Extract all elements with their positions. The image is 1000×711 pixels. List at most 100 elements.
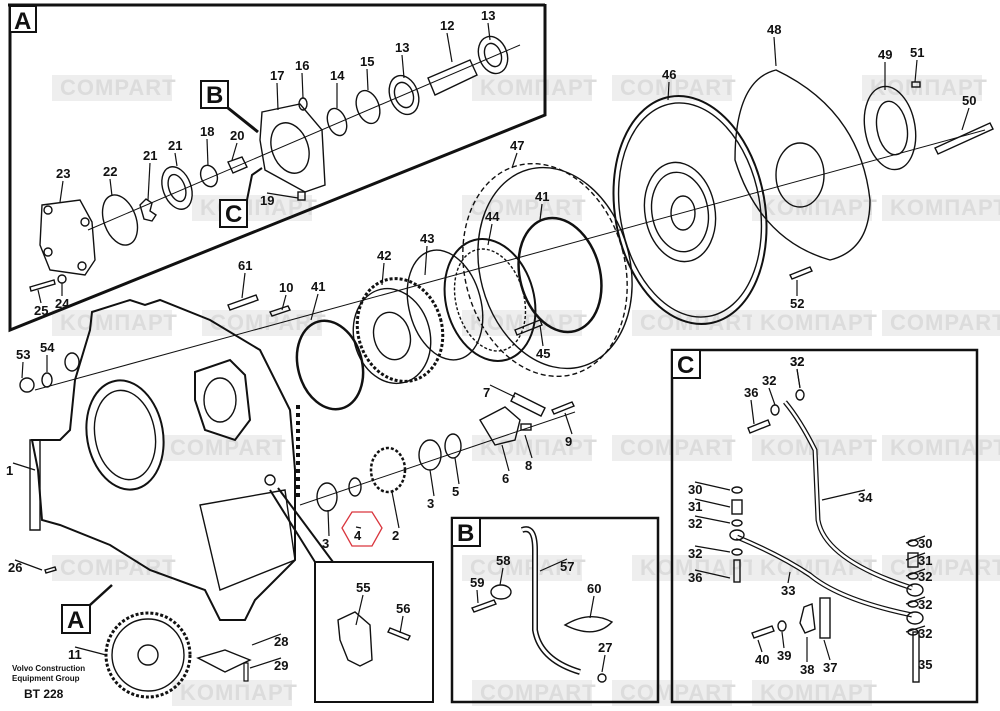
callout-label-32[interactable]: 32 xyxy=(790,354,804,369)
callout-label-3[interactable]: 3 xyxy=(322,536,329,551)
callout-label-40[interactable]: 40 xyxy=(755,652,769,667)
callout-label-31[interactable]: 31 xyxy=(688,499,702,514)
callout-label-60[interactable]: 60 xyxy=(587,581,601,596)
callout-label-13[interactable]: 13 xyxy=(481,8,495,23)
watermark-text: KOMПАРТ xyxy=(890,435,1000,460)
callout-label-12[interactable]: 12 xyxy=(440,18,454,33)
callout-label-7[interactable]: 7 xyxy=(483,385,490,400)
callout-label-55[interactable]: 55 xyxy=(356,580,370,595)
callout-label-49[interactable]: 49 xyxy=(878,47,892,62)
callout-label-21[interactable]: 21 xyxy=(168,138,182,153)
callout-label-22[interactable]: 22 xyxy=(103,164,117,179)
watermark-text: COMPART xyxy=(170,435,287,460)
callout-label-53[interactable]: 53 xyxy=(16,347,30,362)
callout-label-32[interactable]: 32 xyxy=(790,354,804,369)
callout-label-10[interactable]: 10 xyxy=(279,280,293,295)
flywheel-hub-ring xyxy=(643,161,717,263)
callout-label-32[interactable]: 32 xyxy=(918,597,932,612)
callout-label-20[interactable]: 20 xyxy=(230,128,244,143)
callout-label-25[interactable]: 25 xyxy=(34,303,48,318)
callout-label-6[interactable]: 6 xyxy=(502,471,509,486)
callout-label-34[interactable]: 34 xyxy=(858,490,873,505)
watermark: KOMПАРТ xyxy=(192,195,317,221)
callout-leader xyxy=(489,384,516,398)
callout-label-56[interactable]: 56 xyxy=(396,601,410,616)
callout-label-46[interactable]: 46 xyxy=(662,67,676,82)
callout-label-28[interactable]: 28 xyxy=(274,634,288,649)
housing-bore-inner xyxy=(93,389,157,481)
callout-leader xyxy=(327,509,330,537)
callout-leader xyxy=(781,631,785,649)
callout-label-58[interactable]: 58 xyxy=(496,553,510,568)
callout-label-37[interactable]: 37 xyxy=(823,660,837,675)
callout-label-51[interactable]: 51 xyxy=(910,45,924,60)
callout-label-27[interactable]: 27 xyxy=(598,640,612,655)
callout-label-4[interactable]: 4 xyxy=(354,528,362,543)
callout-label-33[interactable]: 33 xyxy=(781,583,795,598)
callout-label-32[interactable]: 32 xyxy=(762,373,776,388)
watermark: COMPART xyxy=(882,310,1000,336)
callout-label-41[interactable]: 41 xyxy=(535,189,549,204)
callout-label-35[interactable]: 35 xyxy=(918,657,932,672)
callout-label-31[interactable]: 31 xyxy=(918,553,932,568)
callout-label-21[interactable]: 21 xyxy=(143,148,157,163)
callout-label-50[interactable]: 50 xyxy=(962,93,976,108)
callout-label-38[interactable]: 38 xyxy=(800,662,814,677)
callout-label-61[interactable]: 61 xyxy=(238,258,252,273)
callout-label-18[interactable]: 18 xyxy=(200,124,214,139)
callout-label-2[interactable]: 2 xyxy=(392,528,399,543)
highlight-hexagon[interactable] xyxy=(341,511,383,547)
callout-leader xyxy=(821,489,866,501)
callout-label-24[interactable]: 24 xyxy=(55,296,70,311)
part-bearing-13a xyxy=(388,74,420,116)
callout-label-32[interactable]: 32 xyxy=(688,516,702,531)
callout-label-11[interactable]: 11 xyxy=(68,647,82,662)
callout-label-41[interactable]: 41 xyxy=(311,279,325,294)
callout-label-3[interactable]: 3 xyxy=(427,496,434,511)
callout-label-14[interactable]: 14 xyxy=(330,68,345,83)
callout-label-32[interactable]: 32 xyxy=(918,569,932,584)
callout-label-42[interactable]: 42 xyxy=(377,248,391,263)
callout-label-32[interactable]: 32 xyxy=(688,546,702,561)
callout-label-15[interactable]: 15 xyxy=(360,54,374,69)
callout-leader xyxy=(21,361,24,379)
part-spring-31a xyxy=(731,499,743,515)
callout-label-43[interactable]: 43 xyxy=(420,231,434,246)
callout-label-9[interactable]: 9 xyxy=(565,434,572,449)
part-bolt-40 xyxy=(751,625,775,639)
callout-label-8[interactable]: 8 xyxy=(525,458,532,473)
watermark-band xyxy=(882,555,1000,581)
part-spring-31b xyxy=(907,552,919,568)
callout-label-30[interactable]: 30 xyxy=(918,536,932,551)
callout-label-54[interactable]: 54 xyxy=(40,340,55,355)
callout-label-30[interactable]: 30 xyxy=(688,482,702,497)
callout-leader xyxy=(109,178,113,197)
callout-label-47[interactable]: 47 xyxy=(510,138,524,153)
callout-label-29[interactable]: 29 xyxy=(274,658,288,673)
callout-label-26[interactable]: 26 xyxy=(8,560,22,575)
callout-label-32[interactable]: 32 xyxy=(918,626,932,641)
callout-label-23[interactable]: 23 xyxy=(56,166,70,181)
callout-label-16[interactable]: 16 xyxy=(295,58,309,73)
callout-label-45[interactable]: 45 xyxy=(536,346,550,361)
callout-label-36[interactable]: 36 xyxy=(688,570,702,585)
callout-label-1[interactable]: 1 xyxy=(6,463,13,478)
callout-leader xyxy=(694,498,731,508)
callout-leader xyxy=(905,596,926,605)
callout-label-44[interactable]: 44 xyxy=(485,209,500,224)
watermark-text: COMPART xyxy=(60,75,177,100)
callout-label-57[interactable]: 57 xyxy=(560,559,574,574)
callout-label-39[interactable]: 39 xyxy=(777,648,791,663)
callout-label-5[interactable]: 5 xyxy=(452,484,459,499)
callout-label-19[interactable]: 19 xyxy=(260,193,274,208)
watermark: COMPART xyxy=(612,435,736,461)
callout-label-59[interactable]: 59 xyxy=(470,575,484,590)
frame-a-letter: A xyxy=(14,8,31,35)
callout-label-48[interactable]: 48 xyxy=(767,22,781,37)
callout-label-17[interactable]: 17 xyxy=(270,68,284,83)
callout-label-52[interactable]: 52 xyxy=(790,296,804,311)
callout-label-36[interactable]: 36 xyxy=(744,385,758,400)
callout-label-13[interactable]: 13 xyxy=(395,40,409,55)
